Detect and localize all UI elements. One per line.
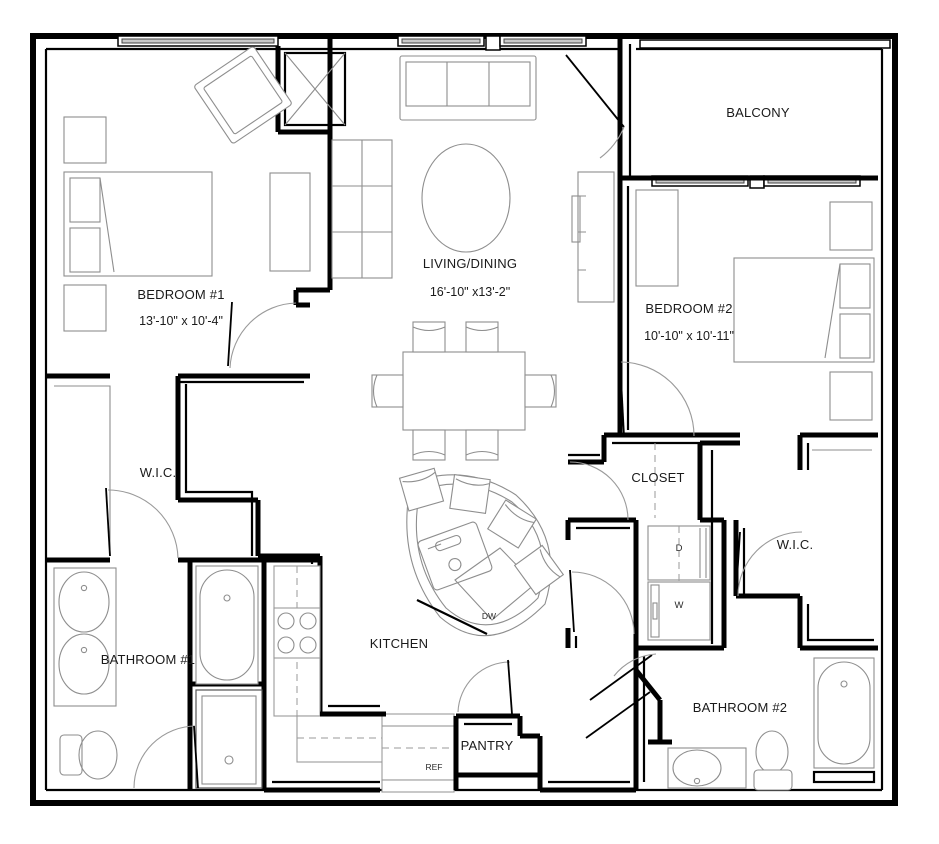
room-dim-bedroom2: 10'-10" x 10'-11" [644, 329, 734, 343]
bedroom2-walls [604, 175, 878, 445]
appliance-label-washer: W [675, 600, 684, 611]
balcony-area [565, 36, 898, 186]
bathroom1-fixtures [53, 565, 263, 789]
misc-walls [320, 704, 636, 793]
bedroom1-furniture [63, 46, 347, 332]
hall-closet-laundry-walls [565, 435, 740, 651]
room-label-wic2: W.I.C. [777, 537, 814, 552]
pantry-walls [453, 659, 543, 790]
room-dim-living: 16'-10" x13'-2" [430, 285, 510, 299]
bathroom2-walls [585, 648, 672, 790]
laundry-fixtures [647, 525, 711, 641]
bathroom2-fixtures [667, 657, 876, 791]
room-label-balcony: BALCONY [726, 105, 790, 120]
appliance-label-dryer: D [676, 543, 683, 554]
room-label-bathroom2: BATHROOM #2 [693, 700, 787, 715]
wic1-walls [46, 376, 320, 563]
room-label-pantry: PANTRY [461, 738, 514, 753]
room-label-bedroom2: BEDROOM #2 [645, 301, 732, 316]
appliance-label-refrigerator: REF [426, 762, 443, 772]
exterior-walls [30, 33, 898, 806]
kitchen-fixtures [273, 467, 565, 793]
room-label-bedroom1: BEDROOM #1 [137, 287, 224, 302]
appliance-label-dishwasher: DW [482, 611, 496, 621]
room-label-living: LIVING/DINING [423, 256, 517, 271]
room-label-closet: CLOSET [631, 470, 684, 485]
wic2-walls [733, 435, 878, 651]
bedroom2-furniture [571, 171, 875, 421]
room-label-wic1: W.I.C. [140, 465, 177, 480]
living-dining-walls [397, 35, 587, 51]
living-furniture [331, 55, 557, 461]
room-dim-bedroom1: 13'-10" x 10'-4" [139, 314, 223, 328]
room-label-kitchen: KITCHEN [370, 636, 428, 651]
room-label-bathroom1: BATHROOM #1 [101, 652, 195, 667]
